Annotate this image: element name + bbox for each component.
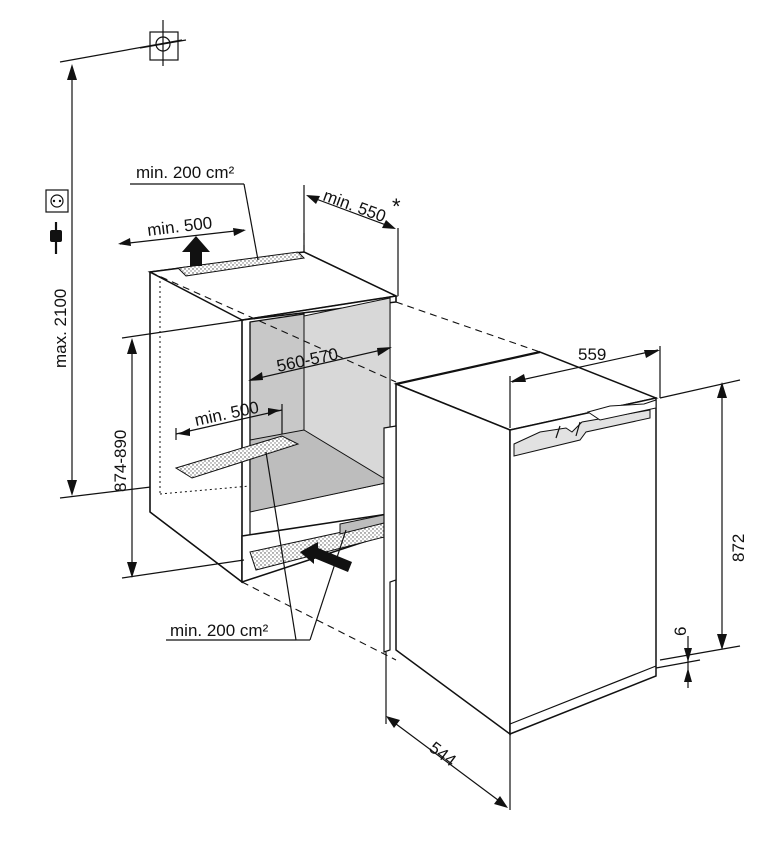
- niche-depth-label: min. 550: [321, 186, 389, 226]
- niche-height-dimension: 874-890: [111, 319, 245, 579]
- appliance-height-label: 872: [729, 534, 748, 562]
- power-plug-icon: [50, 222, 62, 254]
- appliance-depth-label: 544: [426, 738, 460, 770]
- niche-height-label: 874-890: [111, 430, 130, 492]
- plinth-gap-dimension: 6: [655, 627, 701, 688]
- appliance-width-label: 559: [578, 345, 606, 364]
- vent-area-top-label: min. 200 cm²: [136, 163, 235, 182]
- vent-depth-top-dimension: min. 500: [118, 213, 246, 246]
- air-in-arrow: [300, 542, 352, 572]
- control-panel: [513, 409, 651, 457]
- max-height-label: max. 2100: [51, 289, 70, 368]
- vent-area-top-annotation: min. 200 cm²: [130, 163, 259, 261]
- appliance-body: [383, 350, 659, 736]
- floor-vent-grille: [174, 435, 300, 479]
- plinth-gap-label: 6: [671, 627, 690, 636]
- power-socket-icon: [45, 189, 69, 213]
- plumb-target-icon: [59, 20, 187, 66]
- max-height-dimension: max. 2100: [51, 64, 243, 499]
- vent-depth-top-label: min. 500: [146, 213, 213, 240]
- appliance-width-dimension: 559: [509, 345, 661, 428]
- niche-depth-asterisk: *: [392, 194, 401, 219]
- vent-area-bottom-label: min. 200 cm²: [170, 621, 269, 640]
- appliance-height-dimension: 872: [659, 379, 748, 661]
- vent-area-bottom-annotation: min. 200 cm²: [166, 451, 347, 641]
- air-out-arrow: [182, 236, 210, 266]
